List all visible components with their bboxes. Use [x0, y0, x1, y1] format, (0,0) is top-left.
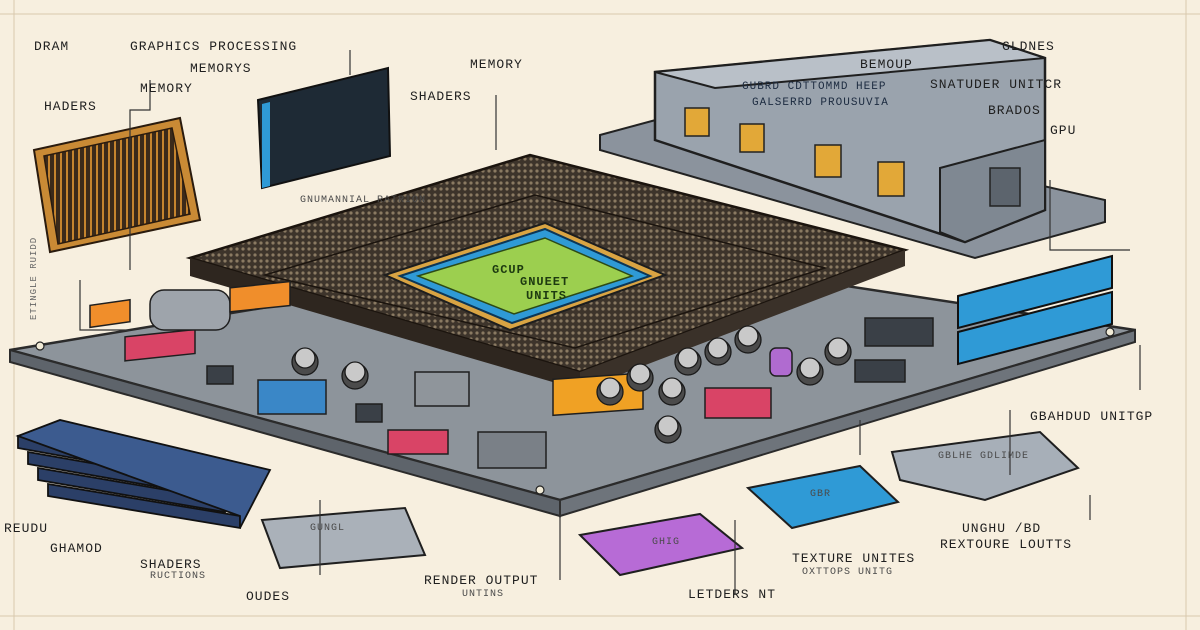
- label-side-note: ETINGLE RUIDD: [29, 236, 39, 320]
- label-gldnes: GLDNES: [1002, 39, 1055, 54]
- label-gnamod: GHAMOD: [50, 541, 103, 556]
- label-oudes: OUDES: [246, 589, 291, 604]
- label-gbahdud-unitgp: GBAHDUD UNITGP: [1030, 409, 1154, 424]
- chip-label-line2: GNUEET: [520, 275, 570, 289]
- label-unghu-bd: UNGHU /BD: [962, 521, 1042, 536]
- chip-label-line1: GCUP: [492, 263, 525, 277]
- output-module: [599, 38, 1106, 260]
- memory-module-vertical: [256, 66, 392, 190]
- chip-label-line3: UNITS: [526, 289, 568, 303]
- label-memory-left: MEMORY: [140, 81, 193, 96]
- label-render-output: RENDER OUTPUT: [424, 573, 539, 588]
- label-memorys: MEMORYS: [190, 61, 252, 76]
- expansion-slots: [957, 254, 1113, 366]
- dram-chip: [32, 116, 202, 254]
- label-bemoup: BEMOUP: [860, 57, 913, 72]
- label-render-output-sub: UNTINS: [462, 589, 505, 600]
- label-graphics-processing: GRAPHICS PROCESSING: [130, 39, 298, 54]
- module-label-blue: GBR: [810, 489, 832, 500]
- label-haders: HADERS: [44, 99, 97, 114]
- capacitors: [291, 325, 852, 444]
- label-texture-units: TEXTURE UNITES: [792, 551, 916, 566]
- label-memory-top: MEMORY: [470, 57, 523, 72]
- module-label-connector: GUNGL: [310, 523, 346, 534]
- leader-lines: [79, 50, 1141, 595]
- board-screw-holes: [35, 327, 1115, 495]
- module-label-grey: GBLHE GDLIMDE: [938, 451, 1030, 462]
- module-label-line1: GUBRD CDTTOMMD HEEP: [742, 81, 887, 93]
- label-gpu-right: GPU: [1050, 123, 1077, 138]
- module-label-purple: GHIG: [652, 537, 681, 548]
- label-rextoure-louts: REXTOURE LOUTTS: [940, 537, 1073, 552]
- module-label-line2: GALSERRD PROUSUVIA: [752, 97, 889, 109]
- label-dram: DRAM: [34, 39, 70, 54]
- label-shaders-bottom: SHADERS: [140, 557, 202, 572]
- label-texture-units-sub: OXTTOPS UNITG: [802, 567, 894, 578]
- label-letders-nt: LETDERS NT: [688, 587, 777, 602]
- label-brados: BRADOS: [988, 103, 1041, 118]
- ram-sticks: [15, 419, 272, 530]
- gpu-die: [382, 221, 668, 332]
- label-shaders-sub: RUCTIONS: [150, 571, 207, 582]
- label-reudu: REUDU: [4, 521, 49, 536]
- label-board-caption: GNUMANNIAL RATRION: [300, 195, 427, 206]
- bottom-modules: [260, 430, 1080, 577]
- label-shaders-top: SHADERS: [410, 89, 472, 104]
- label-snatuder-unitcr: SNATUDER UNITCR: [930, 77, 1063, 92]
